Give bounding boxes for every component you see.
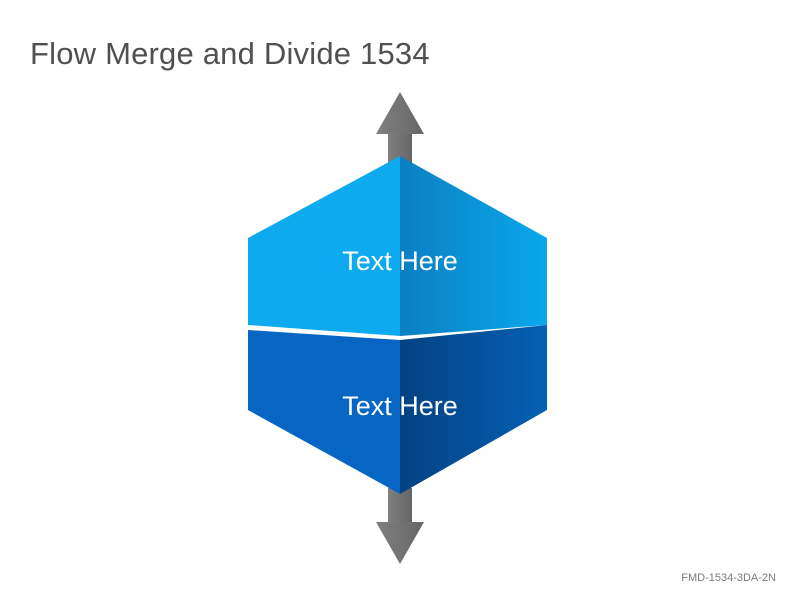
top-shape bbox=[248, 156, 547, 336]
top-shape-label: Text Here bbox=[342, 246, 458, 276]
footer-code: FMD-1534-3DA-2N bbox=[681, 572, 776, 584]
down-arrow-icon bbox=[376, 488, 424, 564]
slide-title: Flow Merge and Divide 1534 bbox=[30, 36, 430, 71]
bottom-shape bbox=[248, 325, 547, 494]
up-arrow-icon bbox=[376, 92, 424, 166]
bottom-shape-label: Text Here bbox=[342, 391, 458, 421]
